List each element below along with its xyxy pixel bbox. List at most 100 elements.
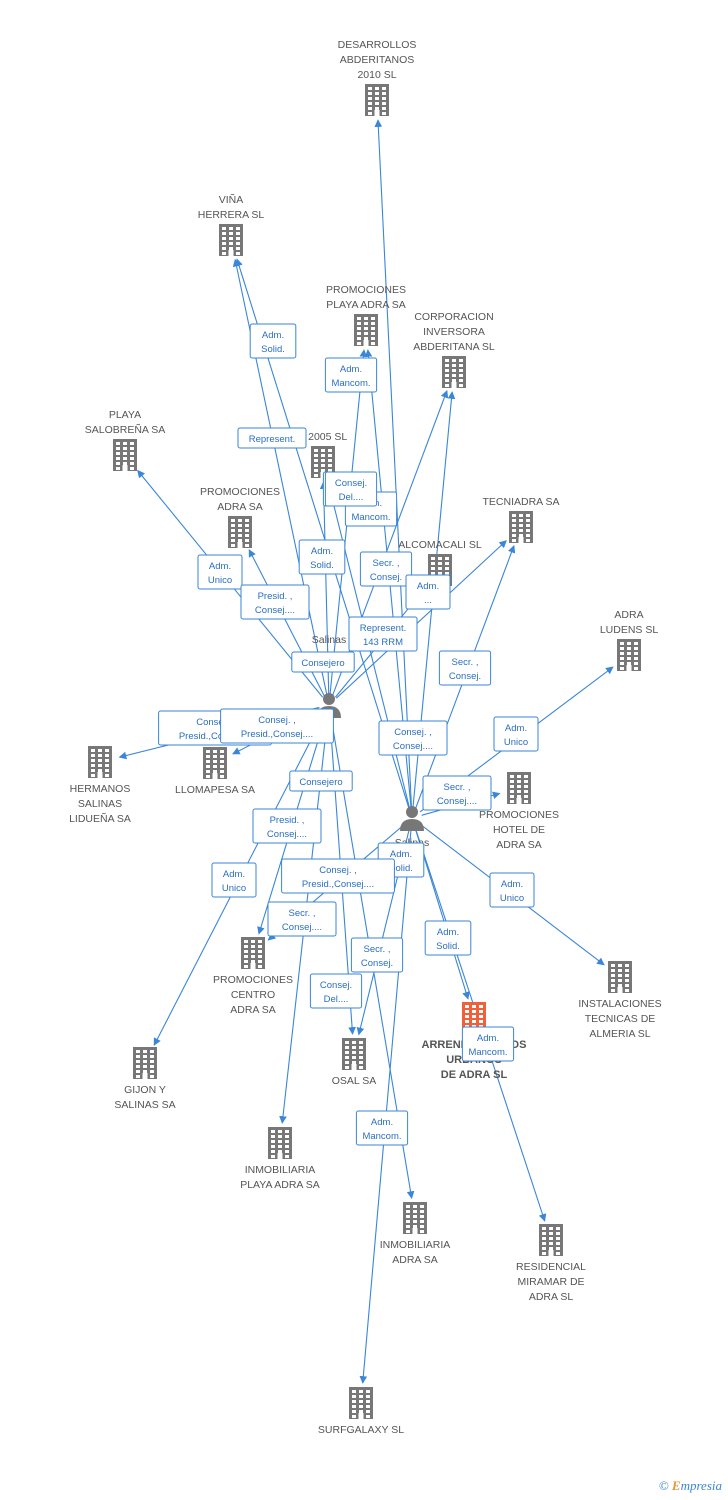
- building-icon: [539, 1224, 563, 1256]
- edge-label[interactable]: Adm.Unico: [493, 716, 539, 752]
- edge-label-text: Mancom.: [468, 1047, 507, 1058]
- company-label: ABDERITANOS: [340, 54, 414, 66]
- building-icon: [342, 1038, 366, 1070]
- company-node-llomapesa[interactable]: LLOMAPESA SA: [175, 747, 255, 796]
- edge-label-text: Adm.: [262, 330, 284, 341]
- edge-label-text: Secr. ,: [373, 558, 400, 569]
- edge-label[interactable]: Consejero: [289, 770, 353, 792]
- edge-label-text: Mancom.: [362, 1131, 401, 1142]
- edge-label[interactable]: Secr. ,Consej....: [422, 775, 492, 811]
- edge-label-text: Adm.: [477, 1033, 499, 1044]
- edge-label-text: Mancom.: [331, 378, 370, 389]
- company-node-surfgalaxy[interactable]: SURFGALAXY SL: [318, 1387, 404, 1436]
- company-label: DESARROLLOS: [338, 39, 417, 51]
- edge-label-text: Presid. ,: [258, 591, 293, 602]
- edge-label-text: Solid.: [310, 560, 334, 571]
- edge-p2-surfgalaxy: [359, 827, 412, 1384]
- edge-label-text: Unico: [222, 883, 246, 894]
- edge-label[interactable]: Adm. Mancom.: [461, 1026, 515, 1062]
- edge-label[interactable]: Adm.Solid.: [298, 539, 346, 575]
- edge-label[interactable]: Consej. ,Presid.,Consej....: [281, 858, 395, 894]
- building-icon: [442, 356, 466, 388]
- edge-label-text: Presid. ,: [270, 815, 305, 826]
- edge-label[interactable]: Secr. ,Consej.: [438, 650, 492, 686]
- company-node-promadra[interactable]: PROMOCIONES ADRA SA: [200, 486, 280, 548]
- edge-label[interactable]: Adm.Unico: [197, 554, 243, 590]
- edge-label[interactable]: Represent.143 RRM: [348, 616, 418, 652]
- edge-label[interactable]: Consej.Del....: [324, 471, 378, 507]
- company-label: OSAL SA: [332, 1075, 377, 1087]
- edge-label[interactable]: Consej. ,Consej....: [378, 720, 448, 756]
- edge-label[interactable]: Consej.Del....: [309, 973, 363, 1009]
- company-label: INMOBILIARIA: [380, 1239, 451, 1251]
- building-icon: [113, 439, 137, 471]
- building-icon: [507, 772, 531, 804]
- edge-label-text: Adm.: [371, 1117, 393, 1128]
- company-label: PROMOCIONES: [200, 486, 280, 498]
- building-icon: [268, 1127, 292, 1159]
- company-label: ADRA SA: [392, 1254, 438, 1266]
- edge-label[interactable]: Presid. ,Consej....: [252, 808, 322, 844]
- edge-label-text: Consej.: [449, 671, 481, 682]
- edge-label-text: Unico: [208, 575, 232, 586]
- company-label: PLAYA ADRA SA: [240, 1179, 320, 1191]
- edge-label[interactable]: Presid. ,Consej....: [240, 584, 310, 620]
- edge-label-text: Del....: [339, 492, 364, 503]
- edge-label[interactable]: Represent.: [237, 427, 307, 449]
- company-label: 2010 SL: [357, 69, 396, 81]
- edge-label[interactable]: Adm.Unico: [211, 862, 257, 898]
- company-node-osal[interactable]: OSAL SA: [332, 1038, 377, 1087]
- company-node-desarrollos[interactable]: DESARROLLOS ABDERITANOS 2010 SL: [338, 39, 417, 116]
- edge-label-text: Consej....: [437, 796, 477, 807]
- edge-label[interactable]: Adm.Solid.: [249, 323, 297, 359]
- edge-label[interactable]: Adm.Unico: [489, 872, 535, 908]
- edge-label-text: Mancom.: [351, 512, 390, 523]
- edge-label-text: Consej. ,: [258, 715, 296, 726]
- company-label: ADRA SA: [230, 1004, 276, 1016]
- edge-label-text: Adm.: [437, 927, 459, 938]
- edge-label-text: Consej. ,: [196, 717, 234, 728]
- edge-label[interactable]: Adm.Solid.: [424, 920, 472, 956]
- edge-label[interactable]: Consej. ,Presid.,Consej....: [220, 708, 334, 744]
- company-label: TECNICAS DE: [585, 1013, 656, 1025]
- person-label: Salinas: [312, 634, 346, 646]
- company-node-tecniadra[interactable]: TECNIADRA SA: [482, 496, 560, 543]
- edge-label-text: Adm.: [390, 849, 412, 860]
- edge-label[interactable]: Secr. ,Consej....: [267, 901, 337, 937]
- company-label: ADRA: [614, 609, 643, 621]
- company-label: LUDENS SL: [600, 624, 659, 636]
- company-label: PROMOCIONES: [326, 284, 406, 296]
- edge-label[interactable]: Consejero: [291, 651, 355, 673]
- company-label: SALINAS: [78, 798, 122, 810]
- edge-label-text: Consej.: [320, 980, 352, 991]
- edge-label-text: Consej.: [361, 958, 393, 969]
- company-label: ALCOMACALI SL: [398, 539, 482, 551]
- edge-p2-desarrollos: [374, 119, 413, 809]
- edge-label[interactable]: Secr. ,Consej.: [359, 551, 413, 587]
- brand-name: mpresia: [680, 1478, 722, 1493]
- building-icon: [354, 314, 378, 346]
- company-label: LLOMAPESA SA: [175, 784, 255, 796]
- company-node-inmoadra[interactable]: INMOBILIARIA ADRA SA: [380, 1202, 451, 1266]
- edge-label[interactable]: Adm. Mancom.: [355, 1110, 409, 1146]
- edge-label-text: Consejero: [301, 658, 344, 669]
- edge-label-text: Consej. ,: [319, 865, 357, 876]
- edge-label[interactable]: Adm.Mancom.: [324, 357, 378, 393]
- company-label: ADRA SA: [217, 501, 263, 513]
- building-icon: [608, 961, 632, 993]
- edge-label[interactable]: Adm....: [405, 574, 451, 610]
- edge-label-text: Consejero: [299, 777, 342, 788]
- company-node-adraludens[interactable]: ADRA LUDENS SL: [600, 609, 659, 671]
- edge-label[interactable]: Secr. ,Consej.: [350, 937, 404, 973]
